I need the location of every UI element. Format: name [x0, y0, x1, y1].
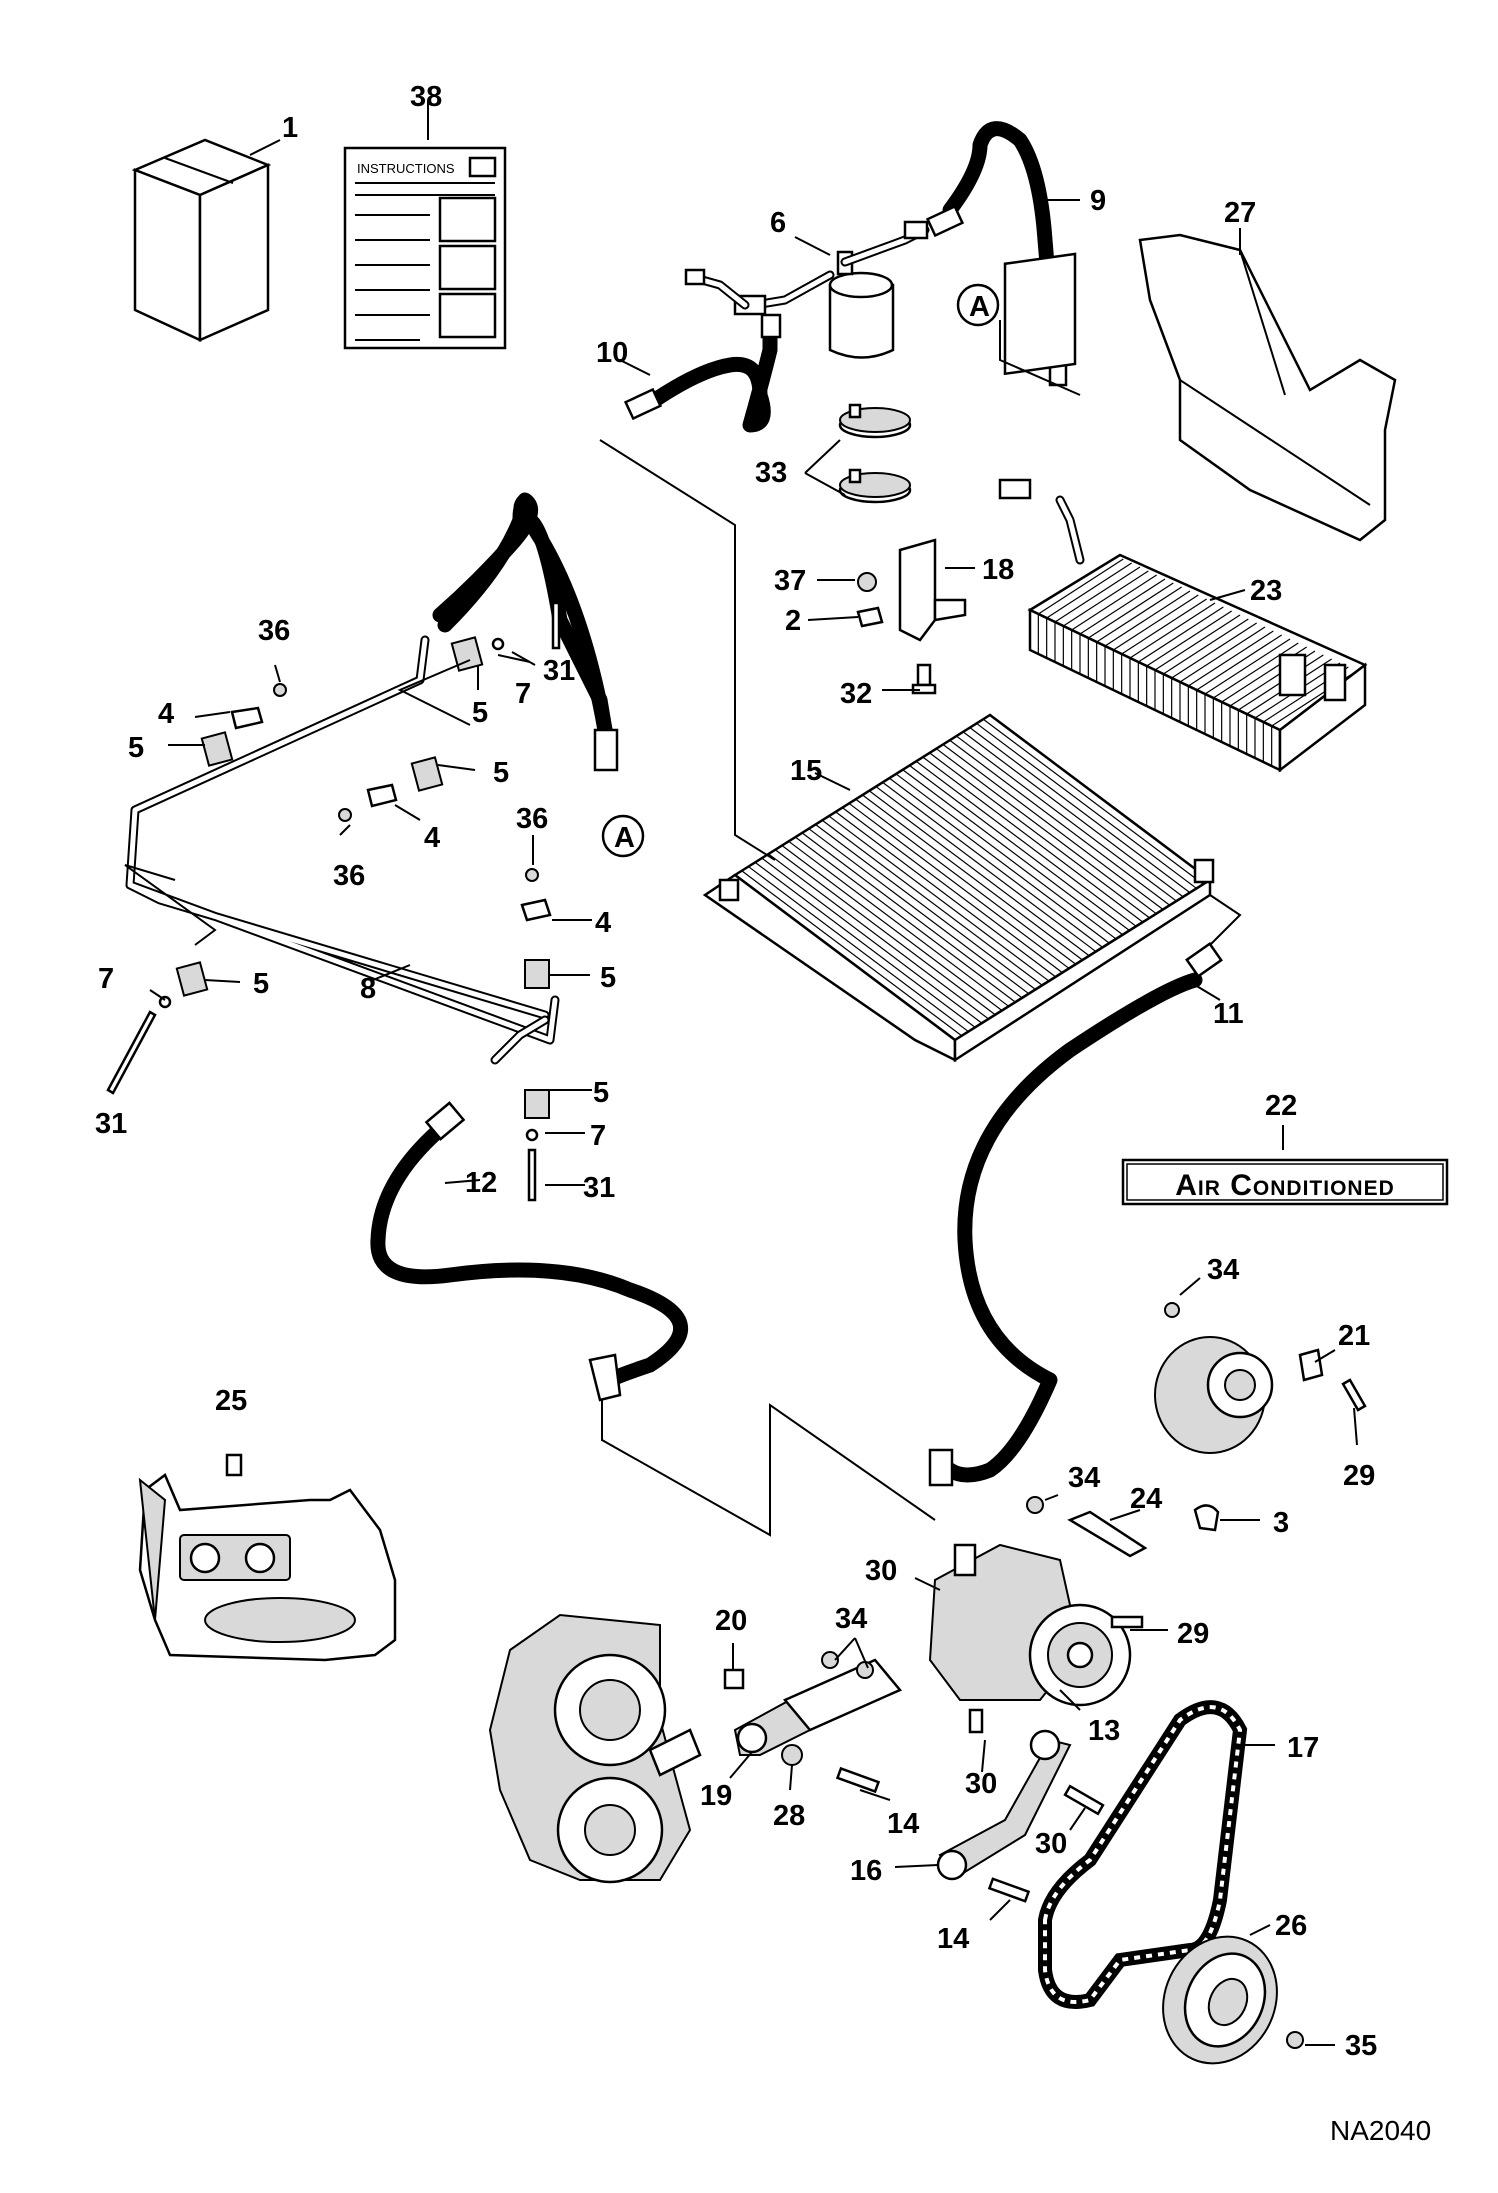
part-3-24-hardware [1026, 1496, 1220, 1558]
kit-label-box: Air Conditioned [1121, 1158, 1449, 1206]
callout-27: 27 [1224, 197, 1256, 229]
callout-7b: 7 [98, 963, 114, 995]
hardware-37-2-32 [856, 572, 937, 695]
callout-26: 26 [1275, 1910, 1307, 1942]
part-16-bracket [936, 1708, 1105, 1903]
part-11-hose [928, 942, 1223, 1487]
callout-33: 33 [755, 457, 787, 489]
callout-12: 12 [465, 1167, 497, 1199]
part-38-instructions: INSTRUCTIONS [343, 146, 507, 350]
callout-21: 21 [1338, 1320, 1370, 1352]
kit-label-text: Air Conditioned [1175, 1169, 1395, 1202]
part-18-bracket [898, 538, 967, 642]
callout-8: 8 [360, 973, 376, 1005]
callout-4c: 4 [595, 907, 611, 939]
part-6-receiver-drier [684, 220, 930, 359]
callout-16: 16 [850, 1855, 882, 1887]
part-23-evaporator [998, 252, 1368, 773]
callout-37: 37 [774, 565, 806, 597]
callout-31b: 31 [95, 1108, 127, 1140]
callout-25: 25 [215, 1385, 247, 1417]
callout-38: 38 [410, 81, 442, 113]
part-21-compressor-detail [1154, 1302, 1367, 1454]
callout-5b: 5 [472, 697, 488, 729]
part-25-control-panel [138, 1453, 397, 1662]
callout-24: 24 [1130, 1483, 1162, 1515]
engine-block [488, 1613, 702, 1884]
callout-32: 32 [840, 678, 872, 710]
callout-18: 18 [982, 554, 1014, 586]
leader-lines [149, 100, 1358, 2046]
marker-a-text: A [614, 822, 635, 854]
callout-9: 9 [1090, 185, 1106, 217]
part-33-clamps [838, 403, 912, 504]
callout-34c: 34 [835, 1603, 867, 1635]
callout-5f: 5 [593, 1077, 609, 1109]
part-26-pulley [1162, 1935, 1304, 2065]
callout-30a: 30 [865, 1555, 897, 1587]
callout-2: 2 [785, 605, 801, 637]
callout-10: 10 [596, 337, 628, 369]
connection-lines [124, 320, 1242, 1537]
callout-5a: 5 [128, 732, 144, 764]
callout-31c: 31 [583, 1172, 615, 1204]
callout-4a: 4 [158, 698, 174, 730]
callout-7a: 7 [515, 678, 531, 710]
hose-to-a-marker [432, 492, 619, 772]
callout-29b: 29 [1177, 1618, 1209, 1650]
callout-14b: 14 [937, 1923, 969, 1955]
part-10-hose [623, 313, 782, 433]
diagram-code: NA2040 [1330, 2115, 1431, 2146]
callout-14a: 14 [887, 1808, 919, 1840]
part-12-hose [370, 1101, 689, 1402]
callout-31a: 31 [543, 655, 575, 687]
callout-5d: 5 [253, 968, 269, 1000]
part-8-tube [125, 635, 560, 1065]
reference-marker-a-top: A [956, 283, 1000, 327]
part-15-condenser [702, 713, 1215, 1063]
callout-5c: 5 [493, 757, 509, 789]
callout-13: 13 [1088, 1715, 1120, 1747]
callout-labels: 1 38 6 9 27 10 33 37 18 2 23 32 36 31 4 … [95, 81, 1377, 2062]
callout-15: 15 [790, 755, 822, 787]
instructions-text: INSTRUCTIONS [357, 161, 455, 176]
part-19-bracket [723, 1651, 903, 1794]
part-30-compressor [928, 1543, 1144, 1707]
callout-30b: 30 [965, 1768, 997, 1800]
reference-marker-a-left: A [601, 814, 645, 858]
part-1-box [131, 138, 272, 342]
callout-34a: 34 [1207, 1254, 1239, 1286]
callout-29a: 29 [1343, 1460, 1375, 1492]
callout-28: 28 [773, 1800, 805, 1832]
part-17-belt [1038, 1700, 1248, 2009]
callout-30c: 30 [1035, 1828, 1067, 1860]
callout-3: 3 [1273, 1507, 1289, 1539]
callout-1: 1 [282, 112, 298, 144]
callout-36b: 36 [516, 803, 548, 835]
part-27-cover [1138, 233, 1397, 542]
callout-34b: 34 [1068, 1462, 1100, 1494]
callout-19: 19 [700, 1780, 732, 1812]
callout-35: 35 [1345, 2030, 1377, 2062]
callout-36a: 36 [258, 615, 290, 647]
callout-6: 6 [770, 207, 786, 239]
callout-7c: 7 [590, 1120, 606, 1152]
callout-17: 17 [1287, 1732, 1319, 1764]
callout-36c: 36 [333, 860, 365, 892]
marker-a-text: A [969, 291, 990, 323]
callout-23: 23 [1250, 575, 1282, 607]
callout-4b: 4 [424, 822, 440, 854]
callout-5e: 5 [600, 962, 616, 994]
callout-22: 22 [1265, 1090, 1297, 1122]
callout-11: 11 [1213, 998, 1244, 1030]
callout-20: 20 [715, 1605, 747, 1637]
